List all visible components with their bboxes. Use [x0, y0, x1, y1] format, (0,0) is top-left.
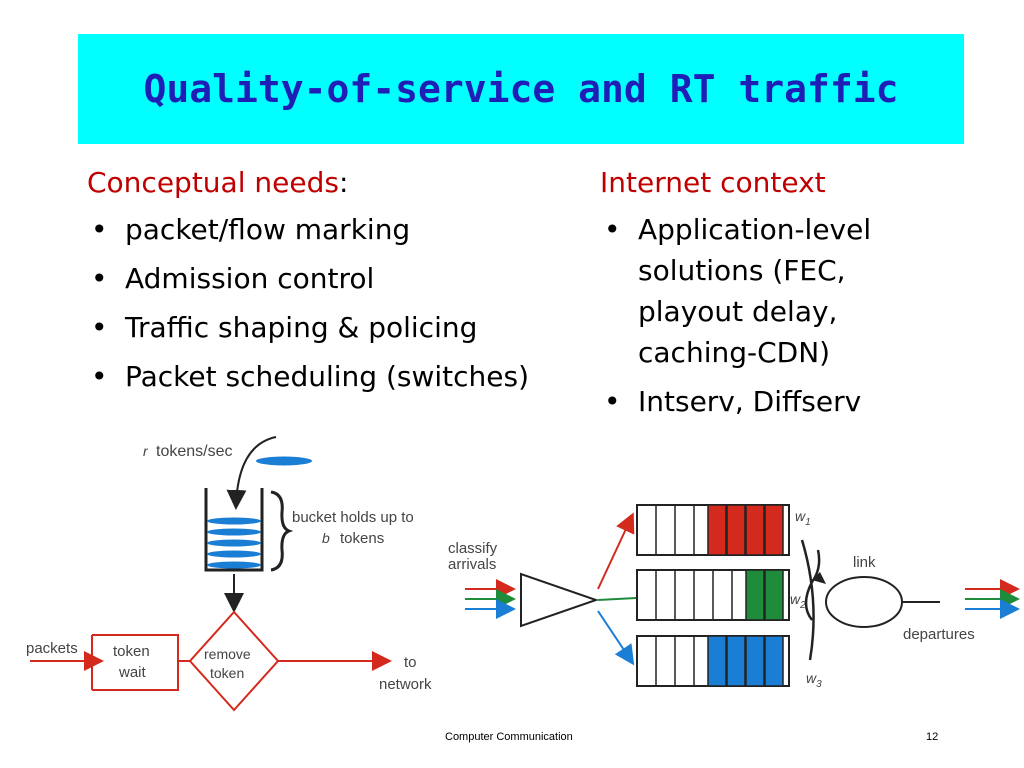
weight-w1: w1 [795, 508, 811, 528]
internet-context-column: Internet context Application-level solut… [600, 162, 930, 430]
rate-symbol: r [143, 443, 149, 459]
heading-text: Conceptual needs [87, 166, 339, 199]
packets-label: packets [26, 640, 78, 657]
token-fill-arrow [226, 436, 277, 510]
queue-1 [636, 504, 790, 556]
network-label: to [404, 654, 417, 671]
token-icon [207, 550, 261, 558]
bucket-icon [204, 488, 264, 572]
wait-label-2: wait [118, 664, 147, 681]
token-icon [256, 456, 312, 466]
token-wait-box [92, 634, 179, 691]
list-item: Packet scheduling (switches) [87, 356, 597, 397]
weight-w3: w3 [806, 670, 822, 690]
bucket-label: bucket holds up to [292, 509, 414, 526]
scheduler-arrowhead [812, 572, 826, 584]
rate-label: tokens/sec [156, 443, 232, 460]
slide-title: Quality-of-service and RT traffic [143, 67, 899, 111]
remove-label-2: token [210, 665, 244, 681]
classify-label: classify [448, 540, 498, 557]
network-label-2: network [379, 676, 432, 693]
bucket-label-2: tokens [340, 530, 384, 547]
remove-token-diamond [188, 610, 280, 712]
departures-label: departures [903, 626, 975, 643]
heading-colon: : [338, 166, 349, 199]
list-item: Admission control [87, 258, 597, 299]
token-icon [207, 561, 261, 569]
list-item: Intserv, Diffserv [600, 381, 930, 422]
conceptual-needs-column: Conceptual needs: packet/flow marking Ad… [87, 162, 597, 405]
brace-icon [270, 490, 294, 572]
class-arrow-blue [597, 610, 635, 666]
wait-label: token [113, 643, 150, 660]
link-node [825, 576, 903, 628]
page-number: 12 [926, 731, 939, 743]
link-label: link [853, 554, 876, 571]
title-banner: Quality-of-service and RT traffic [78, 34, 964, 144]
token-icon [207, 528, 261, 536]
class-arrow-red [597, 512, 635, 590]
internet-context-list: Application-level solutions (FEC, playou… [600, 209, 930, 422]
conceptual-needs-heading: Conceptual needs: [87, 162, 597, 203]
remove-label: remove [204, 646, 251, 662]
footer-text: Computer Communication [445, 731, 573, 743]
weight-w2: w2 [790, 591, 806, 611]
internet-context-heading: Internet context [600, 166, 826, 199]
bucket-symbol: b [322, 530, 330, 546]
conceptual-needs-list: packet/flow marking Admission control Tr… [87, 209, 597, 397]
token-bucket-diagram: r tokens/sec bucket holds up to b tokens… [26, 436, 432, 712]
wfq-diagram: classify arrivals [448, 504, 1020, 690]
token-icon [207, 539, 261, 547]
token-icon [207, 517, 261, 525]
list-item: Traffic shaping & policing [87, 307, 597, 348]
list-item: packet/flow marking [87, 209, 597, 250]
queue-3 [636, 635, 790, 687]
queue-2 [636, 569, 790, 621]
list-item: Application-level solutions (FEC, playou… [600, 209, 930, 373]
classify-label-2: arrivals [448, 556, 496, 573]
classifier-triangle [520, 572, 600, 628]
scheduler-selector [800, 539, 821, 661]
